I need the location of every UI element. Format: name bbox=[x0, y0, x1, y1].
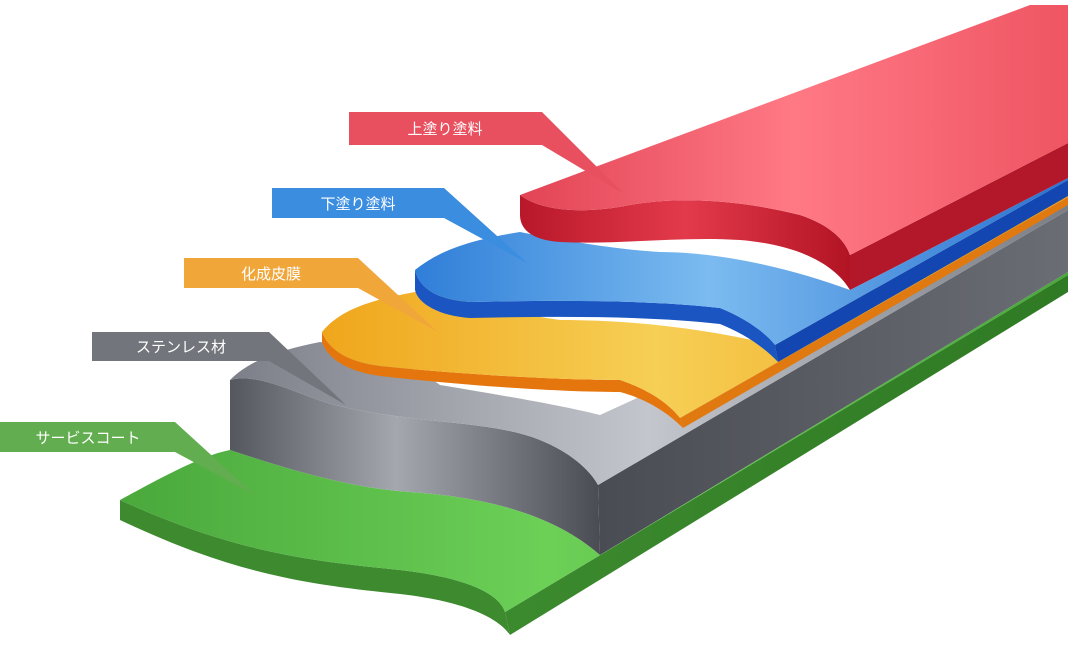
callout-conversion-film-box bbox=[184, 258, 358, 288]
callout-primer-label: 下塗り塗料 bbox=[320, 195, 395, 213]
layer-stainless bbox=[230, 200, 1068, 555]
callout-topcoat-label: 上塗り塗料 bbox=[407, 120, 482, 138]
service-coat-front-edge bbox=[120, 500, 510, 635]
topcoat-front bbox=[520, 195, 850, 290]
primer-side bbox=[775, 180, 1068, 362]
layer-primer bbox=[415, 178, 1068, 362]
callout-stainless-pointer bbox=[269, 332, 346, 405]
service-coat-top bbox=[120, 272, 1068, 612]
callout-stainless-box bbox=[92, 332, 269, 361]
callout-service-coat-box bbox=[0, 422, 175, 452]
callout-primer: 下塗り塗料 bbox=[272, 188, 527, 263]
layer-topcoat bbox=[520, 5, 1068, 290]
callout-topcoat-pointer bbox=[542, 112, 624, 194]
layer-conversion-film bbox=[322, 196, 1068, 428]
callout-stainless-label: ステンレス材 bbox=[136, 338, 226, 356]
stainless-side bbox=[598, 210, 1068, 555]
stainless-front bbox=[230, 378, 600, 555]
stainless-top bbox=[230, 200, 1068, 485]
conversion-film-edge bbox=[322, 332, 683, 428]
callout-conversion-film: 化成皮膜 bbox=[184, 258, 438, 332]
topcoat-top bbox=[520, 5, 1068, 255]
callout-conversion-film-pointer bbox=[358, 258, 438, 332]
callout-stainless: ステンレス材 bbox=[92, 332, 346, 405]
primer-top bbox=[415, 178, 1068, 345]
service-coat-side bbox=[505, 275, 1068, 635]
topcoat-side bbox=[850, 143, 1068, 290]
layer-service-coat bbox=[120, 272, 1068, 635]
conversion-film-top bbox=[322, 196, 1068, 418]
callout-service-coat-label: サービスコート bbox=[35, 429, 140, 447]
primer-edge bbox=[415, 270, 778, 362]
callout-topcoat: 上塗り塗料 bbox=[349, 112, 624, 194]
callout-conversion-film-label: 化成皮膜 bbox=[241, 265, 301, 283]
conversion-film-side bbox=[680, 197, 1068, 428]
callout-service-coat-pointer bbox=[175, 422, 255, 495]
callout-primer-box bbox=[272, 188, 444, 218]
callout-primer-pointer bbox=[444, 188, 527, 263]
callout-topcoat-box bbox=[349, 112, 542, 145]
callout-service-coat: サービスコート bbox=[0, 422, 255, 495]
